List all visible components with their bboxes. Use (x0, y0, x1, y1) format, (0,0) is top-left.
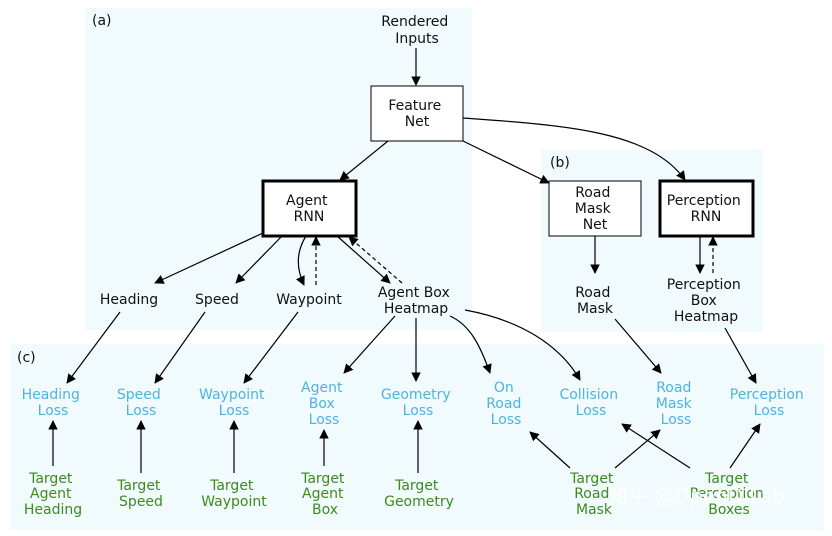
geometry-loss-label: Geometry Loss (381, 387, 455, 419)
speed-label: Speed (195, 292, 239, 308)
feature-net-label: Feature Net (388, 98, 445, 130)
target-waypoint-label: Target Waypoint (201, 478, 267, 510)
road-mask-net-box (548, 180, 642, 237)
agent-box-loss-label: Agent Box Loss (301, 380, 347, 428)
arrows-panel-b (590, 236, 718, 274)
feature-net-box (370, 85, 464, 142)
target-speed-label: Target Speed (116, 478, 165, 510)
panel-c-label: (c) (17, 350, 36, 366)
arrows-panel-a (154, 48, 686, 286)
rendered-inputs-label: Rendered Inputs (381, 14, 453, 47)
panel-a-label: (a) (92, 13, 112, 29)
panel-b-background (541, 150, 763, 332)
target-agent-box-label: Target Agent Box (300, 471, 349, 518)
perception-rnn-label: Perception RNN (667, 193, 745, 225)
perception-loss-label: Perception Loss (730, 387, 808, 419)
agent-box-heatmap-label: Agent Box Heatmap (378, 285, 454, 317)
panel-a-background (85, 8, 472, 330)
perception-box-heatmap-label: Perception Box Heatmap (667, 277, 745, 325)
road-mask-net-label: Road Mask Net (575, 185, 616, 233)
watermark-text: 知乎 @OpenDILab (608, 484, 785, 508)
agent-rnn-box (261, 179, 358, 238)
collision-loss-label: Collision Loss (559, 387, 622, 419)
arrows-to-losses (66, 309, 757, 384)
waypoint-loss-label: Waypoint Loss (199, 387, 269, 419)
heading-label: Heading (100, 292, 158, 308)
target-geometry-label: Target Geometry (384, 478, 454, 510)
heading-loss-label: Heading Loss (22, 387, 85, 419)
road-mask-label: Road Mask (575, 285, 615, 317)
panel-b-label: (b) (550, 155, 570, 171)
perception-rnn-box (658, 179, 755, 238)
waypoint-label: Waypoint (276, 292, 342, 308)
target-road-mask-label: Target Road Mask (569, 471, 618, 518)
speed-loss-label: Speed Loss (117, 387, 165, 419)
target-agent-heading-label: Target Agent Heading (24, 471, 82, 518)
arrows-from-targets (48, 420, 761, 473)
target-perception-boxes-label: Target Perception Boxes (690, 471, 768, 518)
road-mask-loss-label: Road Mask Loss (656, 380, 697, 428)
on-road-loss-label: On Road Loss (486, 380, 526, 428)
agent-rnn-label: Agent RNN (286, 193, 332, 225)
